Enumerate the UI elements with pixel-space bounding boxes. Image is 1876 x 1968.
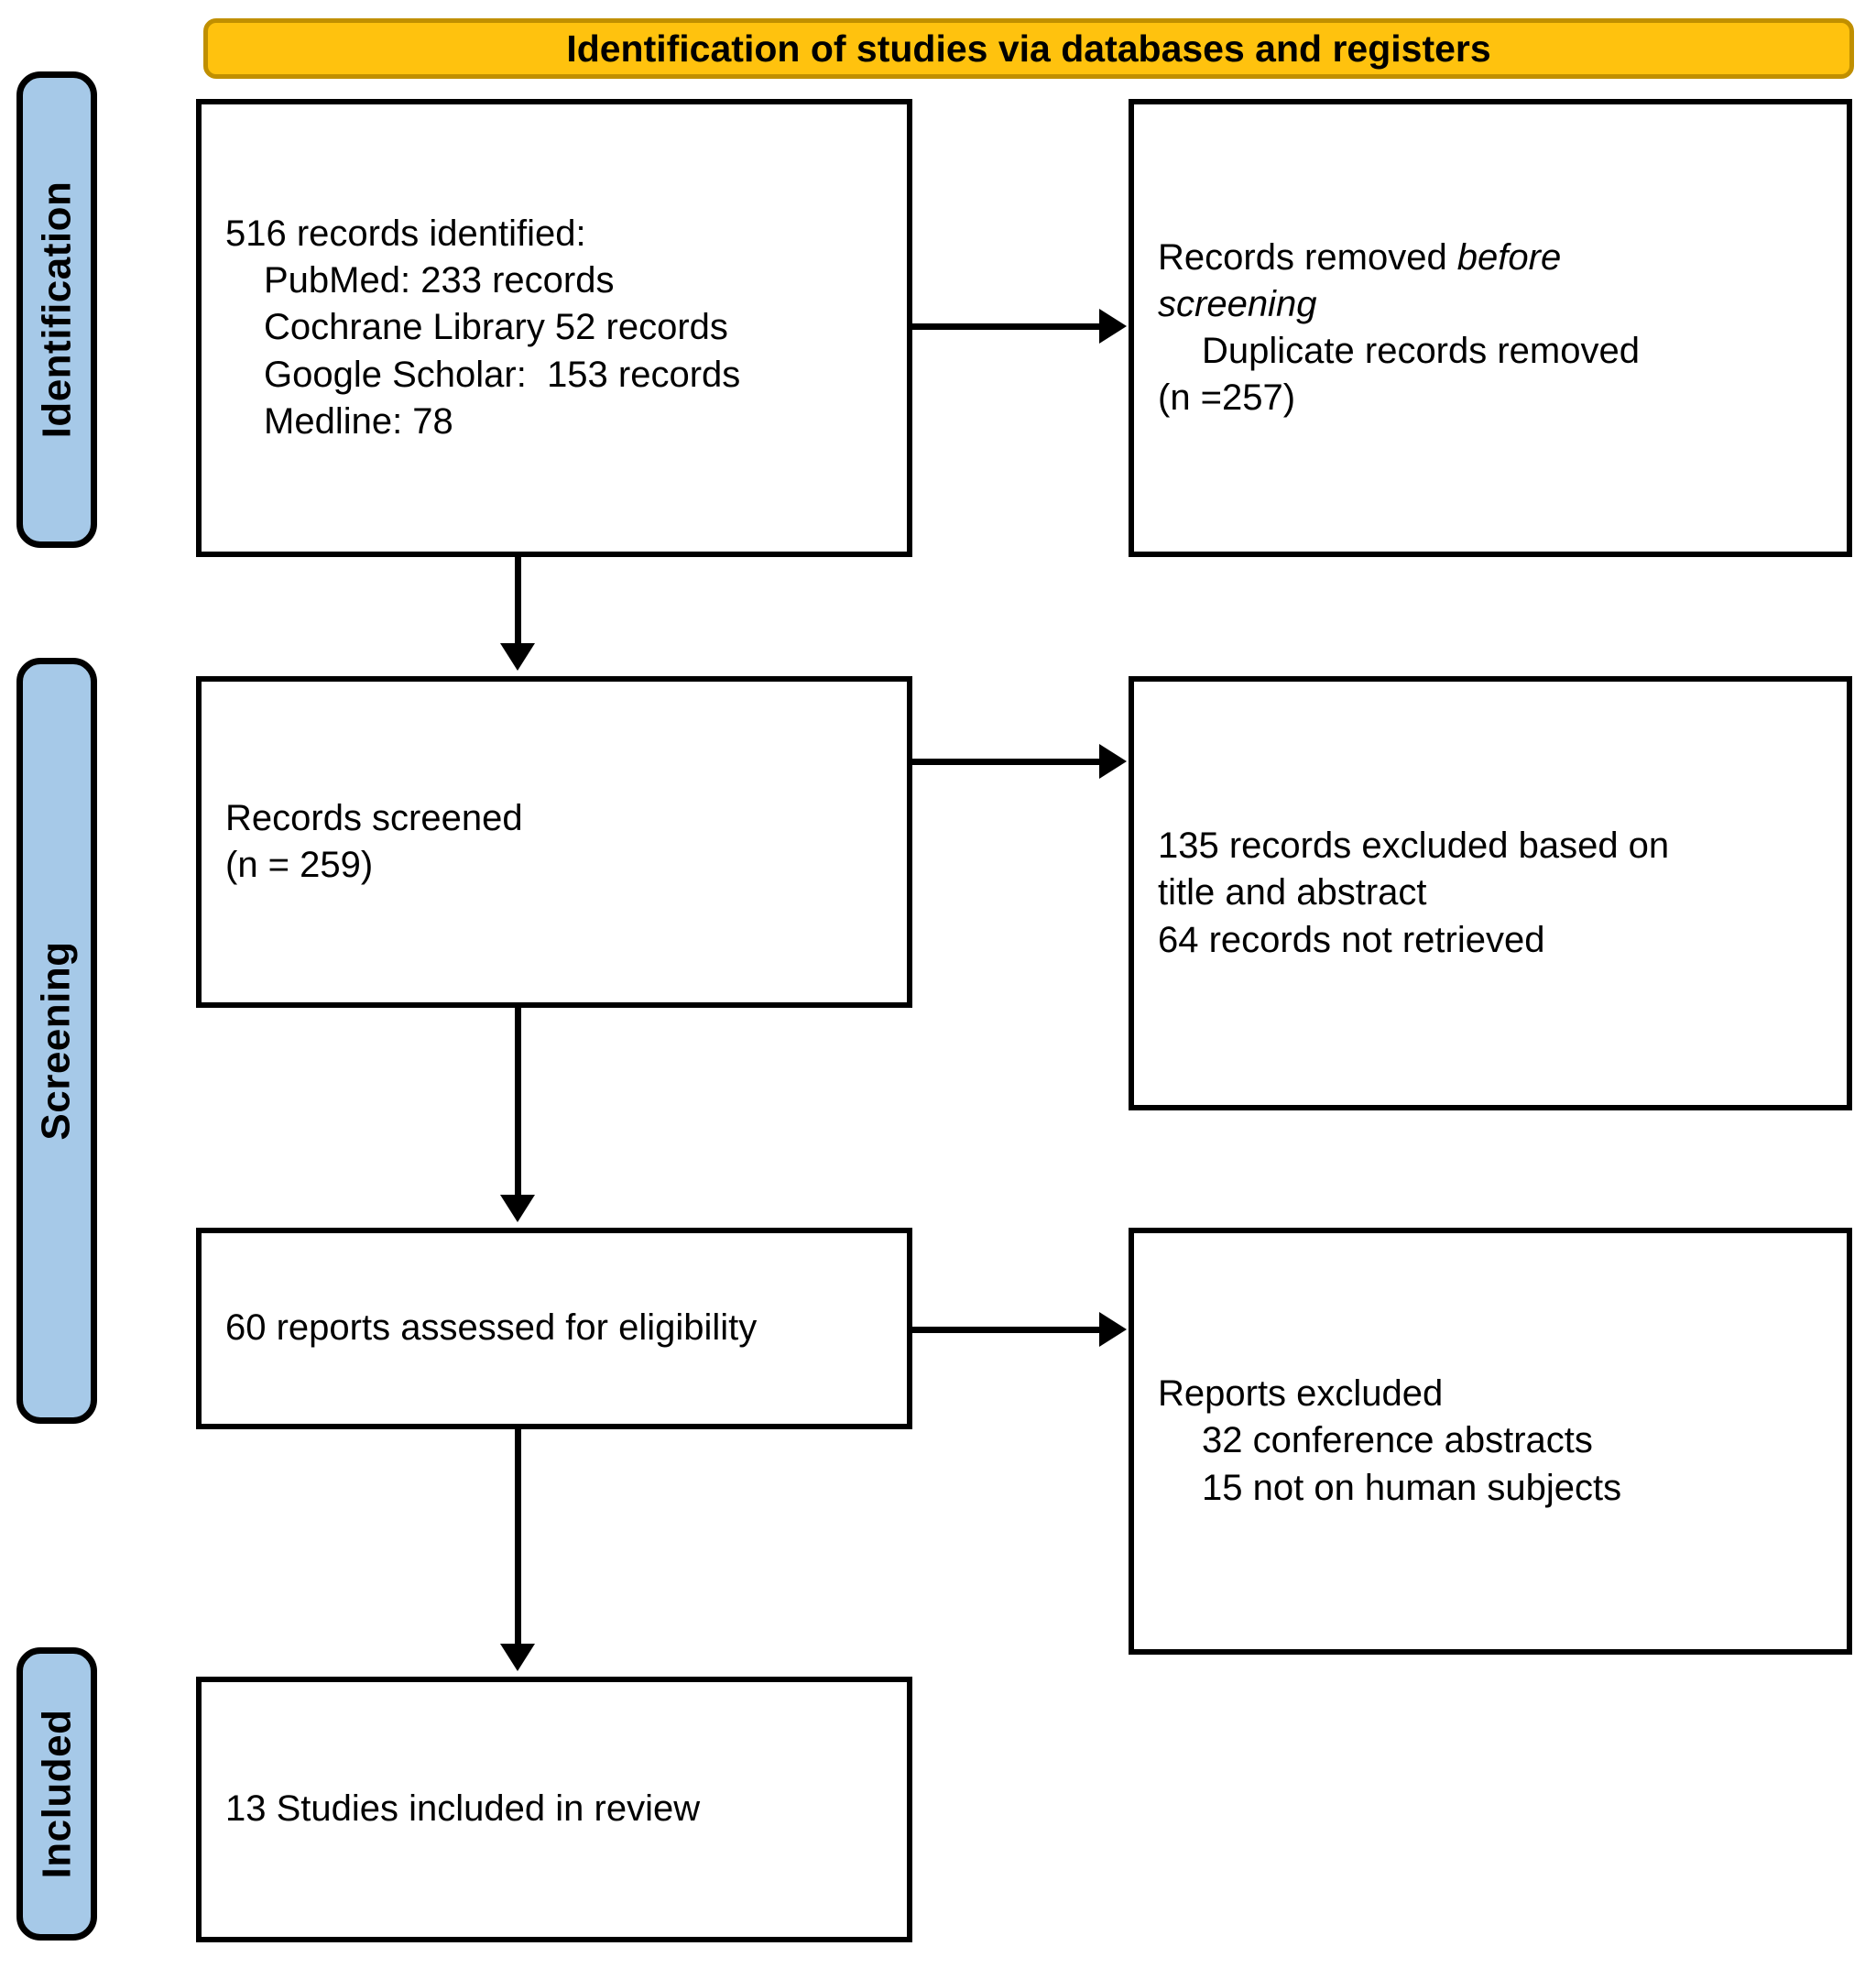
records-excluded-line-1: 135 records excluded based on xyxy=(1158,825,1670,867)
records-excluded-line-3: 64 records not retrieved xyxy=(1158,919,1545,960)
stage-label-included: Included xyxy=(34,1709,79,1879)
reports-assessed-line-1: 60 reports assessed for eligibility xyxy=(225,1307,758,1349)
box-records-identified: 516 records identified: PubMed: 233 reco… xyxy=(196,99,912,557)
studies-included-line-1: 13 Studies included in review xyxy=(225,1788,701,1830)
records-removed-line-3: Duplicate records removed xyxy=(1202,331,1640,371)
reports-excluded-line-3: 15 not on human subjects xyxy=(1202,1467,1622,1508)
diagram-banner-title: Identification of studies via databases … xyxy=(203,18,1854,79)
records-identified-line-3: Cochrane Library 52 records xyxy=(264,307,728,348)
records-removed-emphasis-before: before xyxy=(1456,236,1562,278)
records-identified-line-2: PubMed: 233 records xyxy=(264,260,615,301)
box-reports-assessed: 60 reports assessed for eligibility xyxy=(196,1228,912,1429)
connector-screened-to-assessed xyxy=(515,1008,521,1200)
records-removed-text-a: Records removed xyxy=(1158,236,1457,278)
records-removed-line-1: Records removed before xyxy=(1158,235,1823,281)
connector-identified-to-removed xyxy=(912,323,1105,330)
records-screened-line-2: (n = 259) xyxy=(225,845,374,885)
reports-excluded-line-2: 32 conference abstracts xyxy=(1202,1420,1593,1461)
arrowhead-screened-to-excluded xyxy=(1099,744,1127,779)
box-records-excluded: 135 records excluded based on title and … xyxy=(1129,676,1852,1110)
reports-excluded-line-1: Reports excluded xyxy=(1158,1373,1444,1415)
box-records-screened: Records screened (n = 259) xyxy=(196,676,912,1008)
records-removed-line-2: screening xyxy=(1158,281,1823,328)
records-removed-line-4: (n =257) xyxy=(1158,377,1296,419)
records-identified-line-5: Medline: 78 xyxy=(264,400,453,442)
stage-label-identification: Identification xyxy=(34,180,79,439)
stage-label-screening: Screening xyxy=(34,941,79,1141)
connector-assessed-to-reports-excluded xyxy=(912,1327,1105,1333)
arrowhead-identified-to-screened xyxy=(500,643,535,671)
arrowhead-identified-to-removed xyxy=(1099,309,1127,344)
stage-tab-identification: Identification xyxy=(16,71,97,548)
box-reports-excluded: Reports excluded 32 conference abstracts… xyxy=(1129,1228,1852,1655)
arrowhead-screened-to-assessed xyxy=(500,1195,535,1222)
box-studies-included: 13 Studies included in review xyxy=(196,1677,912,1942)
arrowhead-assessed-to-reports-excluded xyxy=(1099,1312,1127,1347)
banner-title-text: Identification of studies via databases … xyxy=(566,27,1491,70)
stage-tab-included: Included xyxy=(16,1647,97,1941)
records-excluded-line-2: title and abstract xyxy=(1158,872,1427,913)
records-identified-line-4: Google Scholar: 153 records xyxy=(264,354,741,395)
records-screened-line-1: Records screened xyxy=(225,797,523,838)
box-records-removed: Records removed before screening Duplica… xyxy=(1129,99,1852,557)
connector-identified-to-screened xyxy=(515,557,521,649)
stage-tab-screening: Screening xyxy=(16,658,97,1424)
connector-assessed-to-included xyxy=(515,1429,521,1649)
connector-screened-to-excluded xyxy=(912,759,1105,765)
records-identified-line-1: 516 records identified: xyxy=(225,213,586,255)
records-removed-emphasis-screening: screening xyxy=(1158,283,1317,324)
arrowhead-assessed-to-included xyxy=(500,1644,535,1671)
